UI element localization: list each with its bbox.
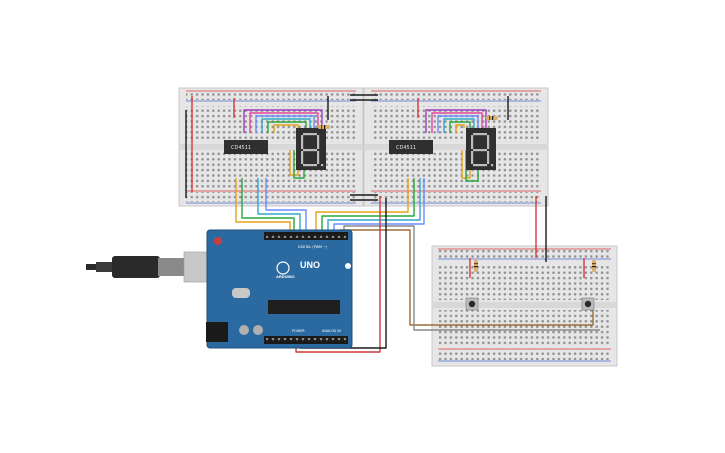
pushbutton-2[interactable] xyxy=(581,297,595,311)
rail-jumpers[interactable] xyxy=(185,94,509,201)
pullup-resistor-1[interactable] xyxy=(469,258,478,278)
arduino-uno-board[interactable]: UNO ARDUINO DIGITAL (PWM ~) POWER ANALOG… xyxy=(206,229,353,349)
seven-segment-display-2[interactable] xyxy=(466,128,496,170)
reset-button[interactable] xyxy=(214,237,222,245)
usb-cable[interactable] xyxy=(86,251,211,283)
pullup-resistor-2[interactable] xyxy=(583,258,596,278)
decoder-chip-1[interactable]: CD4511 xyxy=(224,140,268,154)
power-jack xyxy=(206,322,228,342)
chip-label-2: CD4511 xyxy=(396,145,416,151)
chip-label-1: CD4511 xyxy=(231,145,251,151)
analog-label: ANALOG IN xyxy=(322,329,341,333)
crystal xyxy=(232,288,250,298)
wires-board-1[interactable] xyxy=(243,109,323,179)
resistor-display-2[interactable] xyxy=(486,116,498,120)
decoder-chip-2[interactable]: CD4511 xyxy=(389,140,433,154)
atmega-chip xyxy=(268,300,340,314)
arduino-brand: ARDUINO xyxy=(276,274,295,279)
pushbutton-1[interactable] xyxy=(465,297,479,311)
digital-label: DIGITAL (PWM ~) xyxy=(298,245,328,249)
breadboard-1[interactable] xyxy=(178,87,364,207)
resistor-display-1[interactable] xyxy=(318,125,330,129)
breadboard-2[interactable] xyxy=(363,87,549,207)
uno-logo: UNO xyxy=(300,260,320,270)
seven-segment-display-1[interactable] xyxy=(296,128,326,170)
power-label: POWER xyxy=(292,329,305,333)
